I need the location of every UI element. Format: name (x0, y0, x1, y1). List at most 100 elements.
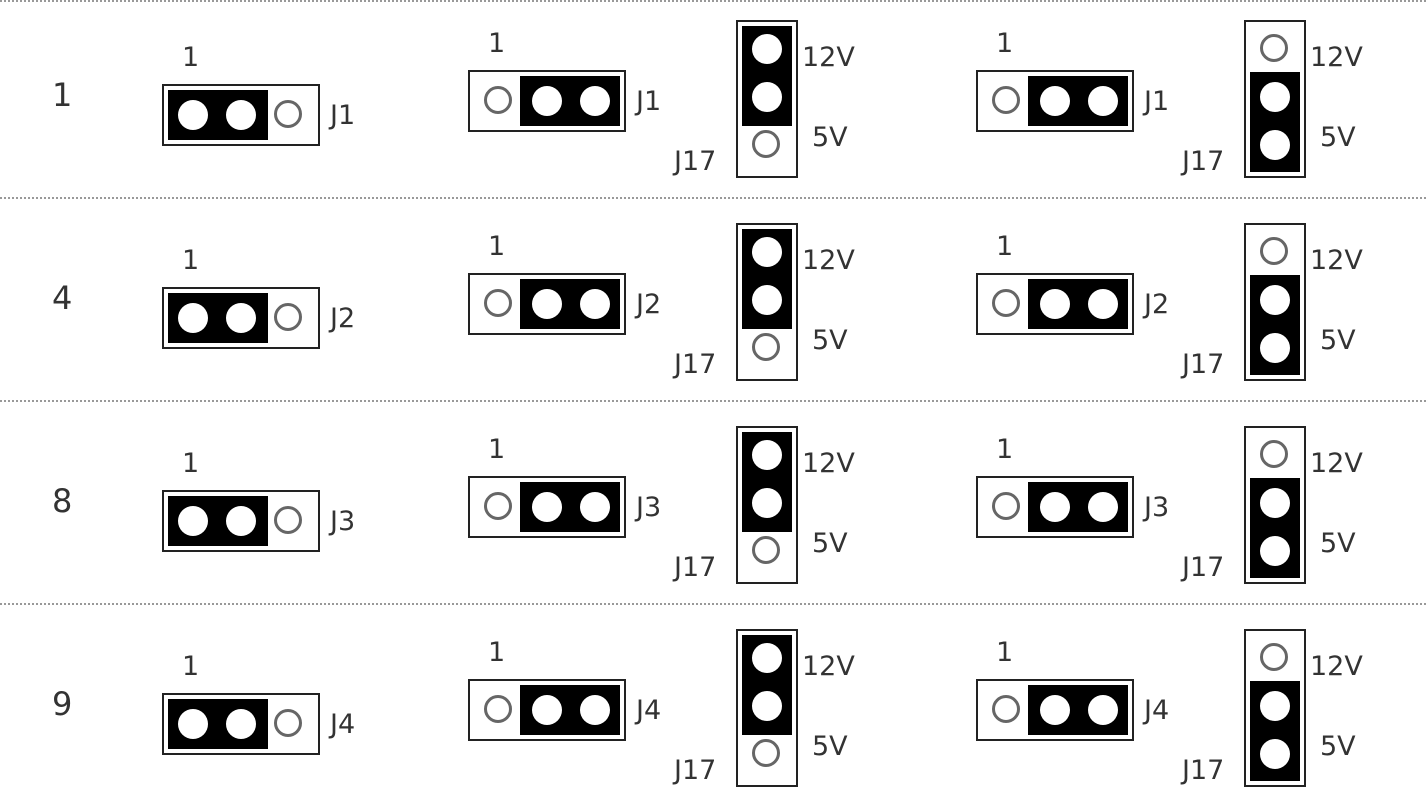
voltage-12v-label: 12V (1310, 245, 1363, 276)
three-pin-horizontal-jumper (468, 476, 626, 538)
pin-one-label: 1 (488, 28, 506, 59)
power-jumper-label: J17 (674, 552, 717, 583)
pin-one-label: 1 (996, 28, 1014, 59)
power-jumper-label: J17 (674, 755, 717, 786)
row-separator (0, 0, 1426, 2)
pin-one-label: 1 (996, 434, 1014, 465)
pin-one-label: 1 (996, 637, 1014, 668)
jumper-label: J3 (1144, 492, 1170, 523)
open-pin (1260, 237, 1288, 265)
power-jumper-label: J17 (1182, 552, 1225, 583)
open-pin (1260, 643, 1288, 671)
voltage-12v-label: 12V (802, 448, 855, 479)
shorted-pin (1040, 695, 1070, 725)
three-pin-horizontal-jumper (976, 273, 1134, 335)
shorted-pin (580, 492, 610, 522)
open-pin (752, 536, 780, 564)
three-pin-horizontal-jumper (162, 490, 320, 552)
power-jumper-label: J17 (674, 146, 717, 177)
shorted-pin (1040, 289, 1070, 319)
open-pin (992, 289, 1020, 317)
voltage-12v-label: 12V (802, 42, 855, 73)
voltage-5v-label: 5V (812, 122, 848, 153)
three-pin-horizontal-jumper (162, 693, 320, 755)
open-pin (752, 130, 780, 158)
shorted-pin (580, 289, 610, 319)
jumper-label: J1 (1144, 86, 1170, 117)
voltage-5v-label: 5V (1320, 325, 1356, 356)
shorted-pin (178, 506, 208, 536)
three-pin-vertical-jumper (736, 426, 798, 584)
shorted-pin (752, 34, 782, 64)
three-pin-vertical-jumper (1244, 20, 1306, 178)
shorted-pin (1040, 86, 1070, 116)
shorted-pin (178, 303, 208, 333)
shorted-pin (752, 691, 782, 721)
jumper-label: J2 (330, 303, 356, 334)
shorted-pin (1260, 691, 1290, 721)
shorted-pin (1260, 739, 1290, 769)
shorted-pin (752, 488, 782, 518)
open-pin (484, 695, 512, 723)
shorted-pin (1260, 285, 1290, 315)
three-pin-vertical-jumper (1244, 629, 1306, 787)
open-pin (484, 289, 512, 317)
jumper-label: J3 (636, 492, 662, 523)
shorted-pin (1088, 695, 1118, 725)
shorted-pin (532, 86, 562, 116)
shorted-pin (752, 440, 782, 470)
shorted-pin (532, 492, 562, 522)
shorted-pin (1260, 536, 1290, 566)
open-pin (484, 492, 512, 520)
voltage-5v-label: 5V (1320, 731, 1356, 762)
open-pin (752, 333, 780, 361)
open-pin (274, 709, 302, 737)
shorted-pin (1260, 333, 1290, 363)
three-pin-horizontal-jumper (162, 287, 320, 349)
shorted-pin (1088, 492, 1118, 522)
jumper-label: J1 (330, 100, 356, 131)
voltage-12v-label: 12V (1310, 448, 1363, 479)
shorted-pin (226, 506, 256, 536)
open-pin (274, 303, 302, 331)
jumper-label: J3 (330, 506, 356, 537)
row-separator (0, 197, 1426, 199)
voltage-5v-label: 5V (812, 325, 848, 356)
shorted-pin (178, 100, 208, 130)
voltage-12v-label: 12V (802, 245, 855, 276)
three-pin-horizontal-jumper (976, 70, 1134, 132)
power-jumper-label: J17 (1182, 349, 1225, 380)
voltage-12v-label: 12V (1310, 42, 1363, 73)
voltage-5v-label: 5V (812, 731, 848, 762)
three-pin-vertical-jumper (1244, 223, 1306, 381)
shorted-pin (752, 237, 782, 267)
open-pin (992, 492, 1020, 520)
pin-one-label: 1 (488, 434, 506, 465)
shorted-pin (1260, 488, 1290, 518)
shorted-pin (752, 643, 782, 673)
shorted-pin (1088, 289, 1118, 319)
shorted-pin (752, 82, 782, 112)
jumper-label: J2 (1144, 289, 1170, 320)
row-number: 4 (52, 279, 73, 317)
open-pin (752, 739, 780, 767)
jumper-label: J2 (636, 289, 662, 320)
three-pin-vertical-jumper (736, 20, 798, 178)
voltage-5v-label: 5V (1320, 528, 1356, 559)
pin-one-label: 1 (182, 42, 200, 73)
open-pin (1260, 34, 1288, 62)
shorted-pin (580, 86, 610, 116)
open-pin (992, 695, 1020, 723)
shorted-pin (532, 289, 562, 319)
row-number: 8 (52, 482, 73, 520)
pin-one-label: 1 (182, 651, 200, 682)
row-number: 1 (52, 76, 73, 114)
three-pin-vertical-jumper (736, 629, 798, 787)
open-pin (484, 86, 512, 114)
pin-one-label: 1 (488, 231, 506, 262)
shorted-pin (580, 695, 610, 725)
open-pin (1260, 440, 1288, 468)
shorted-pin (752, 285, 782, 315)
